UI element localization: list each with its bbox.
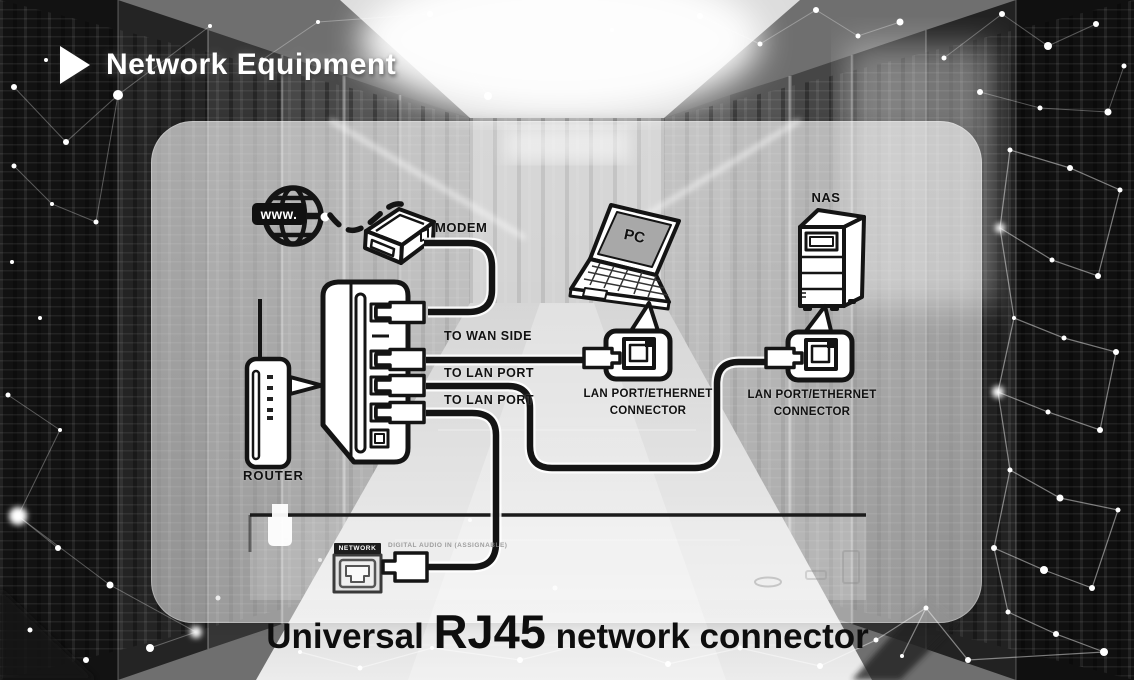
network-overlay: [5, 7, 1127, 671]
www-badge: www.: [252, 203, 306, 225]
lan-cable-av: [426, 409, 500, 571]
av-panel-text: DIGITAL AUDIO IN (ASSIGNABLE): [388, 542, 508, 549]
footer-title-part3: network connector: [545, 617, 869, 656]
lan-cable-nas: [426, 358, 766, 472]
play-triangle-icon: [60, 46, 90, 84]
pc-connector-box: [603, 301, 673, 382]
rj45-plug-wan: [374, 300, 426, 325]
nas-connector-label-line2: CONNECTOR: [773, 406, 851, 418]
lan-port-label-1: TO LAN PORT: [444, 366, 534, 380]
corner-shadow: [0, 588, 96, 680]
rj45-plug-pc: [582, 346, 622, 370]
footer-title-part1: Universal: [266, 617, 434, 656]
wan-port-label: TO WAN SIDE: [444, 329, 532, 343]
network-port-badge: NETWORK: [334, 543, 381, 554]
page-title: Network Equipment: [106, 48, 397, 81]
nas-connector-label-line1: LAN PORT/ETHERNET: [747, 389, 877, 401]
nas-icon: [798, 208, 866, 311]
router-label: ROUTER: [243, 468, 304, 483]
wan-cable: [424, 239, 496, 316]
rj45-plug-lan1: [374, 347, 426, 372]
rj45-plug-av: [381, 551, 429, 583]
lan-port-label-2: TO LAN PORT: [444, 393, 534, 407]
header: Network Equipment: [60, 46, 396, 84]
rj45-plug-lan2: [374, 373, 426, 398]
dashed-link: [327, 201, 409, 234]
pc-screen-label: PC: [622, 226, 647, 247]
footer-title-part2: RJ45: [433, 605, 546, 658]
power-plug-shape: [268, 504, 292, 546]
pc-connector-label-line1: LAN PORT/ETHERNET: [583, 388, 713, 400]
footer-title: Universal RJ45 network connector: [150, 604, 985, 659]
rj45-plug-nas: [764, 346, 804, 370]
pc-connector-label-line2: CONNECTOR: [609, 405, 687, 417]
nas-connector-box: [785, 304, 855, 383]
rj45-jack-icon: [622, 337, 656, 370]
network-jack-icon: [332, 553, 383, 594]
router-icon: [244, 299, 292, 470]
rj45-plug-lan3: [374, 400, 426, 425]
faint-connectors: [754, 550, 860, 588]
modem-label: MODEM: [435, 220, 488, 235]
nas-label: NAS: [811, 190, 841, 205]
rj45-jack-icon: [804, 338, 838, 371]
rj45-plugs: [374, 300, 804, 583]
av-rear-panel: [248, 504, 866, 600]
laptop-icon: [568, 203, 681, 311]
